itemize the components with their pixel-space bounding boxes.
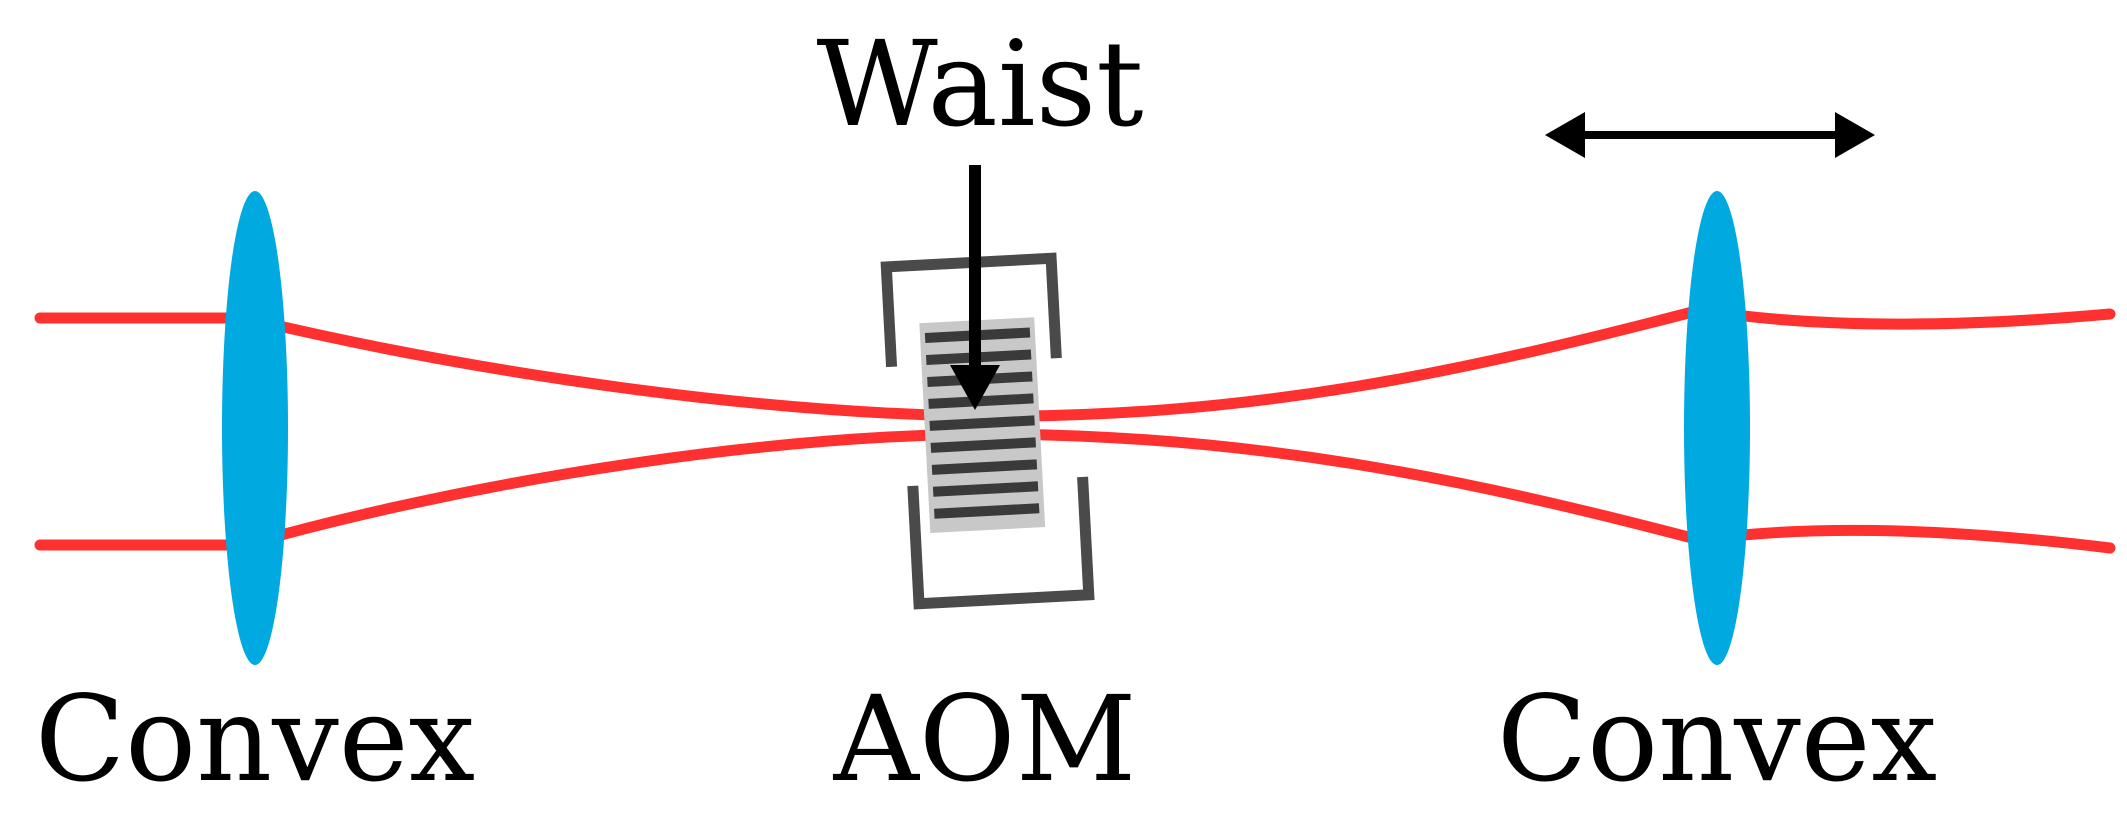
right-lens-label: Convex (1497, 670, 1937, 808)
left-lens-label: Convex (35, 670, 475, 808)
beam-upper-edge (34, 304, 2116, 422)
aom-upper-bracket (880, 252, 1062, 368)
left-convex-lens (222, 191, 288, 665)
aom-label: AOM (833, 670, 1137, 808)
beam-lower-edge (34, 428, 2116, 554)
double-headed-arrow-icon (1545, 112, 1875, 158)
aom-lower-bracket (907, 476, 1095, 610)
aom-device (880, 252, 1095, 610)
aom-grating (924, 327, 1040, 519)
down-arrow-icon (950, 165, 1000, 410)
waist-label: Waist (816, 15, 1143, 153)
laser-beam (34, 304, 2116, 554)
right-convex-lens (1684, 191, 1750, 665)
